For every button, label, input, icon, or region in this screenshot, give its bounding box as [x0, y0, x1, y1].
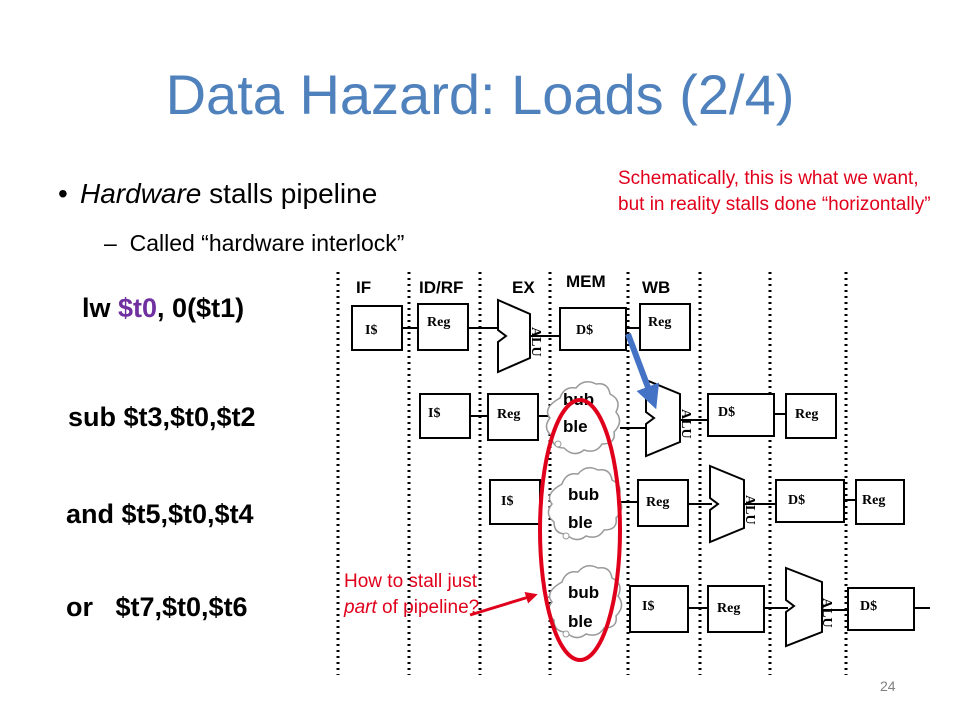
bubble-row-and: bub ble: [547, 467, 623, 541]
alu-label: ALU: [528, 327, 543, 357]
bullet-hardware-stalls: • Hardware stalls pipeline: [58, 178, 377, 210]
dcache-label: D$: [576, 323, 593, 338]
bubble-row-or: bub ble: [547, 565, 623, 639]
question-text-pre: How to stall just: [344, 571, 478, 592]
dcache-label: D$: [788, 493, 805, 508]
sub-bullet-text: Called “hardware interlock”: [129, 230, 405, 256]
reg-label: Reg: [717, 601, 740, 616]
reg-label: Reg: [497, 407, 520, 422]
stall-question: How to stall just part of pipeline?: [344, 569, 494, 621]
page-number: 24: [880, 678, 896, 694]
stage-label-mem: MEM: [566, 272, 606, 291]
reg-label: Reg: [427, 315, 450, 330]
reg-box: [855, 479, 905, 525]
alu-label: ALU: [819, 598, 834, 628]
bubble-text-bottom: ble: [563, 417, 588, 436]
alu-shape: [497, 298, 531, 374]
instruction-and: and $t5,$t0,$t4: [66, 499, 254, 529]
bullet-emphasis: Hardware: [80, 178, 202, 209]
question-arrow: [469, 592, 538, 617]
pipeline-row-sub: [419, 378, 837, 458]
pipeline-row-lw: [351, 298, 691, 374]
icache-label: I$: [501, 494, 513, 509]
reg-label: Reg: [862, 493, 885, 508]
bubble-tail: [554, 440, 562, 448]
stage-label-wb: WB: [642, 278, 671, 297]
bullet-text: stalls pipeline: [201, 178, 378, 209]
alu-label: ALU: [742, 495, 757, 525]
alu-label: ALU: [678, 409, 693, 439]
slide-title: Data Hazard: Loads (2/4): [165, 63, 795, 126]
stage-label-if: IF: [356, 278, 372, 297]
dcache-box: [559, 307, 627, 351]
reg-box: [785, 393, 837, 439]
instruction-or: or $t7,$t0,$t6: [66, 592, 248, 622]
alu-shape: [785, 566, 823, 648]
icache-label: I$: [428, 406, 440, 421]
bubble-cloud: [547, 467, 623, 541]
bubble-text-top: bub: [568, 583, 599, 602]
reg-box: [417, 303, 469, 351]
forwarding-arrow: [625, 332, 660, 410]
dcache-box: [775, 479, 845, 523]
instruction-rest: , 0($t1): [157, 293, 245, 323]
dcache-label: D$: [860, 599, 877, 614]
reg-label: Reg: [648, 315, 671, 330]
icache-box: [629, 585, 689, 633]
pipeline-row-and: [489, 464, 905, 544]
bubble-cloud: [545, 381, 621, 455]
icache-label: I$: [642, 599, 654, 614]
instruction-op: lw: [82, 293, 119, 323]
icache-box: [489, 479, 541, 525]
question-text-post: of pipeline?: [376, 597, 480, 618]
instruction-sub: sub $t3,$t0,$t2: [68, 402, 256, 432]
stage-label-ex: EX: [512, 278, 535, 297]
sub-bullet: – Called “hardware interlock”: [104, 230, 405, 256]
bubble-tail: [562, 630, 570, 638]
bubble-text-bottom: ble: [568, 513, 593, 532]
reg-label: Reg: [646, 495, 669, 510]
instruction-reg-highlight: $t0: [118, 293, 158, 323]
icache-label: I$: [365, 323, 377, 338]
question-emphasis: part: [344, 597, 377, 618]
dcache-box: [847, 587, 915, 631]
bubble-text-bottom: ble: [568, 612, 593, 631]
bubble-highlight-ellipse: [538, 398, 622, 662]
bubble-tail: [562, 532, 570, 540]
reg-box: [639, 303, 691, 351]
alu-shape: [709, 464, 745, 544]
dcache-label: D$: [718, 405, 735, 420]
schematic-note: Schematically, this is what we want, but…: [618, 168, 931, 215]
stage-label-id-rf: ID/RF: [419, 278, 464, 297]
bubble-text-top: bub: [568, 485, 599, 504]
pipeline-row-or: [629, 566, 930, 648]
instruction-lw: lw $t0, 0($t1): [82, 293, 244, 324]
reg-label: Reg: [795, 407, 818, 422]
dcache-box: [707, 393, 775, 437]
reg-box: [707, 585, 765, 633]
bullet-dot: •: [58, 178, 68, 209]
